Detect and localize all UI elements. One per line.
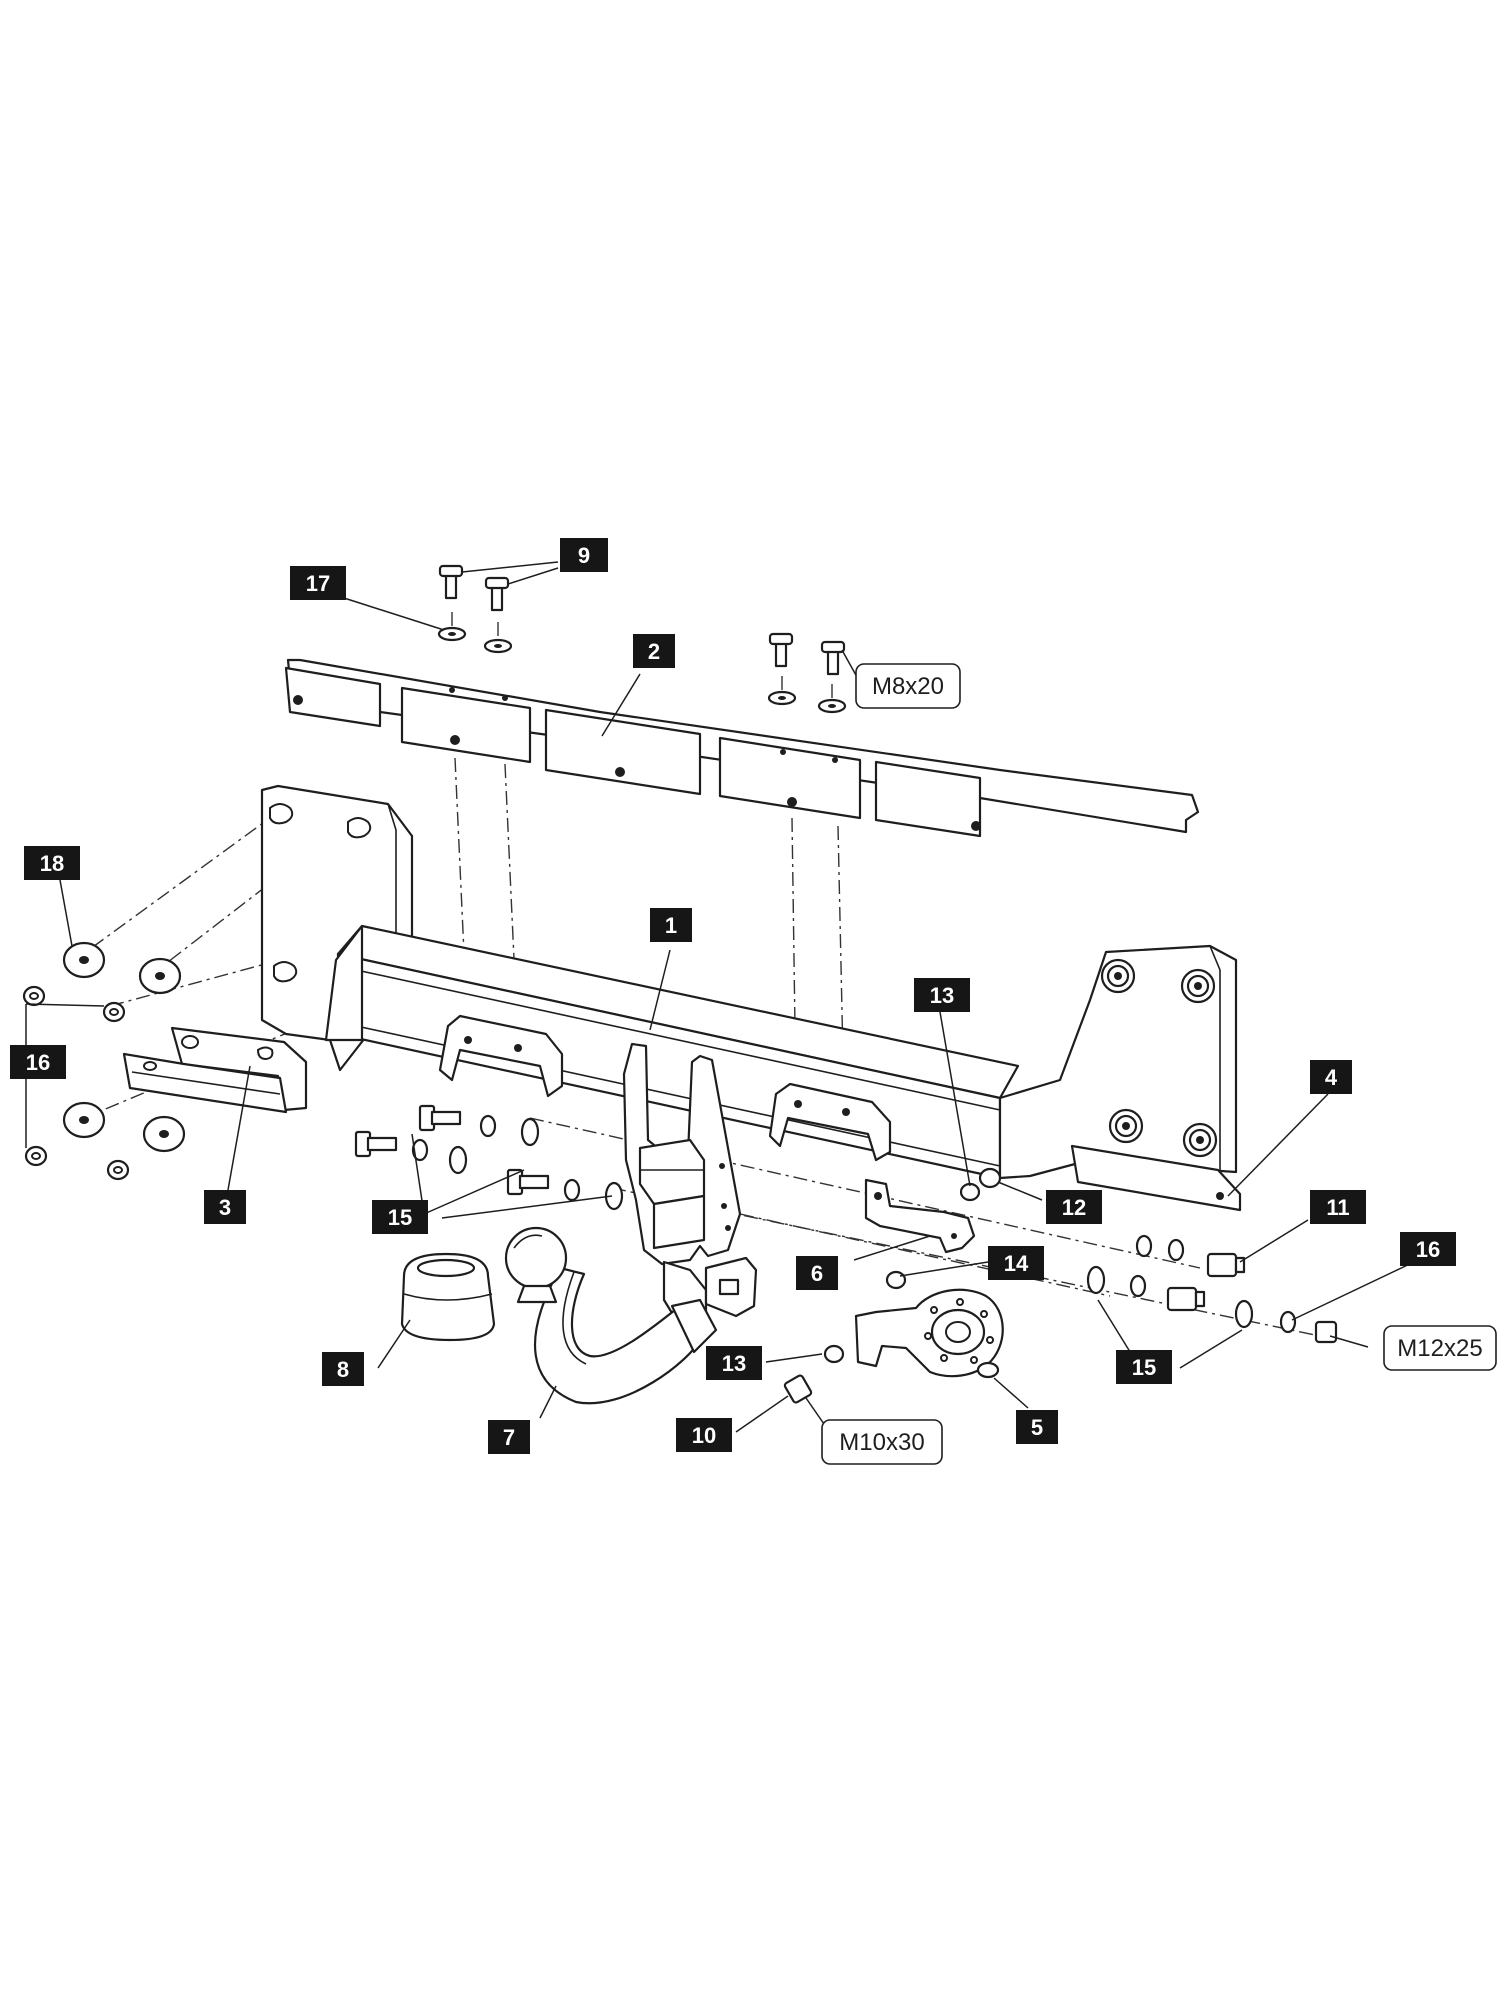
part-tag-11: 11: [1310, 1190, 1366, 1224]
svg-text:7: 7: [503, 1425, 515, 1450]
left-nuts: [22, 985, 130, 1181]
svg-text:13: 13: [722, 1351, 746, 1376]
part-tag-17: 17: [290, 566, 346, 600]
tow-ball-cap: [400, 1252, 496, 1342]
svg-text:14: 14: [1004, 1251, 1029, 1276]
part-tag-10: 10: [676, 1418, 732, 1452]
svg-text:9: 9: [578, 543, 590, 568]
part-tag-3: 3: [204, 1190, 246, 1224]
beam-washers-right: [1086, 1234, 1297, 1334]
svg-text:6: 6: [811, 1261, 823, 1286]
right-side-plate: [998, 944, 1242, 1212]
socket-plate: [854, 1288, 1004, 1379]
tow-ball-neck: [504, 1226, 718, 1405]
part-tag-15-left: 15: [372, 1200, 428, 1234]
svg-text:10: 10: [692, 1423, 716, 1448]
spec-callout-m10x30: M10x30: [821, 1419, 943, 1465]
svg-text:5: 5: [1031, 1415, 1043, 1440]
socket-bracket: [864, 1178, 976, 1254]
part-tag-2: 2: [633, 634, 675, 668]
svg-text:1: 1: [665, 913, 677, 938]
beam-mount-bracket-right: [768, 1082, 892, 1162]
svg-text:M10x30: M10x30: [839, 1429, 924, 1456]
beam-mount-bracket-left: [438, 1014, 564, 1098]
svg-text:M8x20: M8x20: [872, 673, 944, 700]
part-tag-14: 14: [988, 1246, 1044, 1280]
svg-text:16: 16: [1416, 1237, 1440, 1262]
svg-text:15: 15: [388, 1205, 412, 1230]
part-tag-4: 4: [1310, 1060, 1352, 1094]
svg-text:16: 16: [26, 1050, 50, 1075]
part-tag-16-left: 16: [10, 1045, 66, 1079]
part-tag-12: 12: [1046, 1190, 1102, 1224]
svg-text:11: 11: [1326, 1195, 1349, 1220]
part-tag-1: 1: [650, 908, 692, 942]
socket-fasteners: [783, 1167, 1002, 1404]
part-tag-16-right: 16: [1400, 1232, 1456, 1266]
part-tag-15-right: 15: [1116, 1350, 1172, 1384]
part-tag-7: 7: [488, 1420, 530, 1454]
spec-callout-m12x25: M12x25: [1383, 1325, 1497, 1371]
left-lower-bracket: [122, 1026, 308, 1114]
beam-bolts-left: [354, 1104, 550, 1196]
rail-bolts: [438, 564, 846, 676]
beam-bolts-right: [1166, 1252, 1338, 1344]
svg-text:M12x25: M12x25: [1397, 1335, 1482, 1362]
part-tag-13-top: 13: [914, 978, 970, 1012]
svg-text:3: 3: [219, 1195, 231, 1220]
part-tag-9: 9: [560, 538, 608, 572]
part-tag-18: 18: [24, 846, 80, 880]
rail-washers: [437, 626, 847, 714]
spec-callout-m8x20: M8x20: [855, 663, 961, 709]
svg-text:4: 4: [1325, 1065, 1338, 1090]
svg-text:18: 18: [40, 851, 64, 876]
svg-text:15: 15: [1132, 1355, 1156, 1380]
part-tag-13-bottom: 13: [706, 1346, 762, 1380]
part-tag-5: 5: [1016, 1410, 1058, 1444]
svg-text:12: 12: [1062, 1195, 1086, 1220]
main-cross-beam: [324, 924, 1020, 1180]
svg-text:2: 2: [648, 639, 660, 664]
svg-text:8: 8: [337, 1357, 349, 1382]
svg-text:13: 13: [930, 983, 954, 1008]
part-tag-6: 6: [796, 1256, 838, 1290]
svg-text:17: 17: [306, 571, 330, 596]
part-tag-8: 8: [322, 1352, 364, 1386]
left-washers: [62, 941, 186, 1153]
beam-washers-left: [411, 1114, 624, 1211]
upper-mounting-rail: [284, 658, 1200, 838]
